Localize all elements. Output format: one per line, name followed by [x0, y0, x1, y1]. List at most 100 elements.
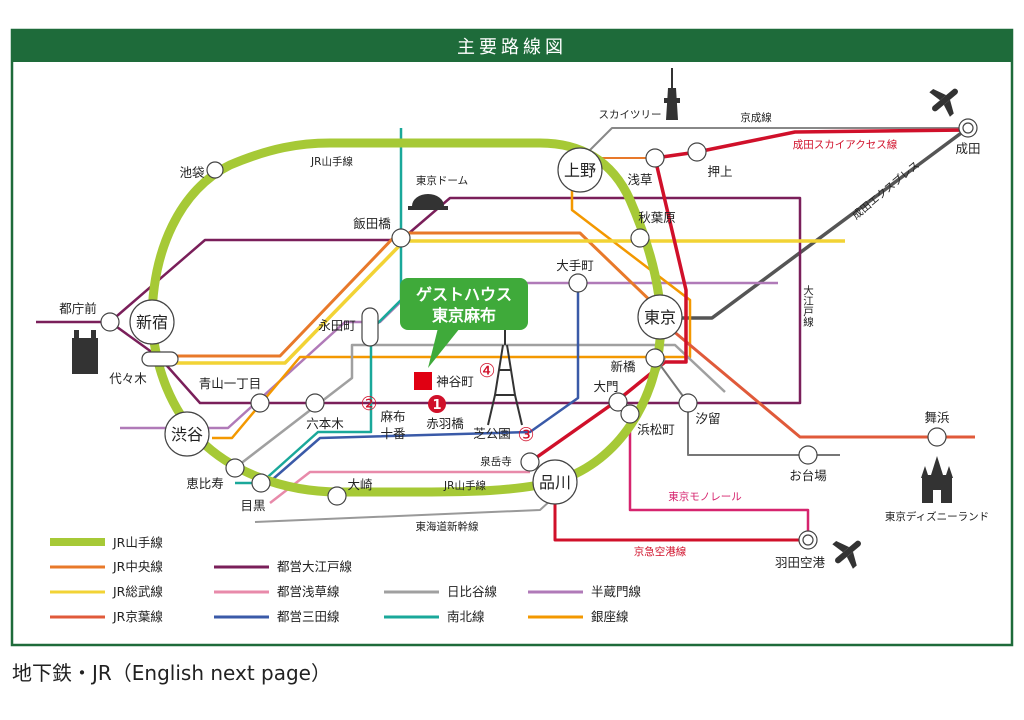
legend-item: JR中央線: [50, 559, 163, 574]
station-iidabashi[interactable]: [391, 228, 411, 248]
svg-text:日比谷線: 日比谷線: [447, 584, 498, 599]
label-ebisu: 恵比寿: [186, 476, 224, 491]
legend-item: 都営大江戸線: [214, 559, 353, 574]
station-osaki[interactable]: [327, 486, 347, 506]
station-akihabara[interactable]: [630, 228, 650, 248]
station-ebisu[interactable]: [225, 458, 245, 478]
station-aoyama[interactable]: [250, 393, 270, 413]
station-shinjuku[interactable]: [129, 299, 175, 345]
label-kamiyacho: 神谷町: [436, 374, 474, 389]
guesthouse-callout[interactable]: ゲストハウス 東京麻布: [400, 278, 528, 368]
legend: JR山手線 JR中央線 JR総武線 JR京葉線 都営大江戸線 都営浅草線 都営三…: [50, 535, 642, 624]
label-narita: 成田: [955, 141, 980, 156]
station-nagatacho[interactable]: [361, 307, 379, 347]
airplane-icon-narita: [929, 88, 958, 117]
label-tokyo-dome: 東京ドーム: [416, 174, 468, 187]
label-maihama: 舞浜: [924, 410, 949, 425]
station-yoyogi[interactable]: [141, 351, 179, 367]
label-sengakuji: 泉岳寺: [480, 455, 512, 468]
legend-item: 都営三田線: [214, 609, 340, 624]
svg-text:JR京葉線: JR京葉線: [112, 609, 163, 624]
label-osaki: 大崎: [347, 477, 373, 492]
tokyo-dome-icon: [408, 194, 448, 210]
map-title: 主要路線図: [457, 37, 567, 58]
station-labels: 池袋 飯田橋 東京ドーム 上野 浅草 押上 スカイツリー 成田 秋葉原 大手町 …: [59, 109, 989, 570]
label-shinkansen: 東海道新幹線: [416, 520, 479, 533]
svg-text:都営三田線: 都営三田線: [277, 609, 340, 624]
skyaccess-line: [528, 128, 969, 464]
label-yamanote-top: JR山手線: [310, 155, 353, 168]
label-skytree: スカイツリー: [599, 109, 662, 121]
label-yoyogi: 代々木: [109, 371, 147, 386]
sobu-line: [165, 239, 845, 365]
monorail-line: [628, 412, 810, 535]
svg-text:南北線: 南北線: [447, 609, 485, 624]
svg-text:半蔵門線: 半蔵門線: [591, 584, 642, 599]
exit-markers: 1 ② ③ ④: [360, 360, 534, 446]
label-skyaccess: 成田スカイアクセス線: [793, 138, 898, 151]
label-roppongi: 六本木: [306, 416, 344, 431]
station-otemachi[interactable]: [568, 273, 588, 293]
label-hamamatsucho: 浜松町: [637, 422, 675, 437]
station-sengakuji[interactable]: [520, 452, 540, 472]
guesthouse-location-marker: [414, 372, 432, 390]
station-ikebukuro[interactable]: [206, 161, 224, 179]
guesthouse-name-line1: ゲストハウス: [416, 285, 512, 304]
svg-text:都営大江戸線: 都営大江戸線: [277, 559, 353, 574]
station-ueno[interactable]: [557, 147, 603, 193]
label-shinagawa: 品川: [539, 473, 571, 492]
marker-1: 1: [432, 398, 441, 413]
station-roppongi[interactable]: [305, 393, 325, 413]
label-ikebukuro: 池袋: [179, 165, 205, 180]
legend-item: 都営浅草線: [214, 584, 340, 599]
label-shibuya: 渋谷: [171, 425, 203, 444]
label-asakusa: 浅草: [627, 172, 652, 187]
legend-item: 銀座線: [528, 609, 629, 624]
label-oshiage: 押上: [707, 164, 732, 179]
marker-4: ④: [478, 360, 495, 382]
legend-item: 半蔵門線: [528, 584, 642, 599]
tocho-building-icon: [72, 330, 98, 374]
label-azabu-juban-2: 十番: [380, 426, 406, 441]
station-shiodome[interactable]: [678, 393, 698, 413]
station-odaiba[interactable]: [798, 445, 818, 465]
marker-2: ②: [360, 393, 377, 415]
station-shinagawa[interactable]: [532, 459, 578, 505]
label-daimon: 大門: [593, 379, 618, 394]
station-hamamatsucho[interactable]: [620, 404, 640, 424]
station-asakusa[interactable]: [645, 148, 665, 168]
station-daimon[interactable]: [608, 392, 628, 412]
label-oedo: 大江戸線: [802, 284, 814, 327]
station-meguro[interactable]: [251, 473, 271, 493]
label-haneda: 羽田空港: [775, 555, 826, 570]
keisei-line: [581, 127, 968, 159]
airplane-icon-haneda: [832, 540, 861, 569]
disney-castle-icon: [921, 456, 953, 503]
station-shibuya[interactable]: [164, 411, 210, 457]
legend-item: 日比谷線: [384, 584, 498, 599]
label-iidabashi: 飯田橋: [353, 216, 391, 231]
keiyo-line: [671, 328, 975, 439]
station-tokyo[interactable]: [637, 294, 683, 340]
asakusa-line: [269, 470, 530, 504]
ginza-line: [212, 170, 692, 440]
label-tochomae: 都庁前: [59, 301, 97, 316]
station-oshiage[interactable]: [687, 142, 707, 162]
station-maihama[interactable]: [927, 427, 947, 447]
svg-text:銀座線: 銀座線: [591, 609, 629, 624]
station-tochomae[interactable]: [100, 312, 120, 332]
label-monorail: 東京モノレール: [668, 490, 742, 503]
marker-3: ③: [517, 424, 534, 446]
svg-text:JR総武線: JR総武線: [112, 584, 163, 599]
label-ueno: 上野: [564, 161, 596, 180]
legend-item: 南北線: [384, 609, 485, 624]
station-shimbashi[interactable]: [645, 348, 665, 368]
label-aoyama-itchome: 青山一丁目: [199, 376, 262, 391]
label-shibakoen: 芝公園: [473, 426, 511, 441]
skytree-icon: [664, 68, 680, 120]
label-keisei: 京成線: [740, 111, 772, 124]
label-tokyo: 東京: [644, 308, 676, 327]
legend-item: JR山手線: [50, 535, 163, 550]
label-disneyland: 東京ディズニーランド: [885, 510, 989, 523]
